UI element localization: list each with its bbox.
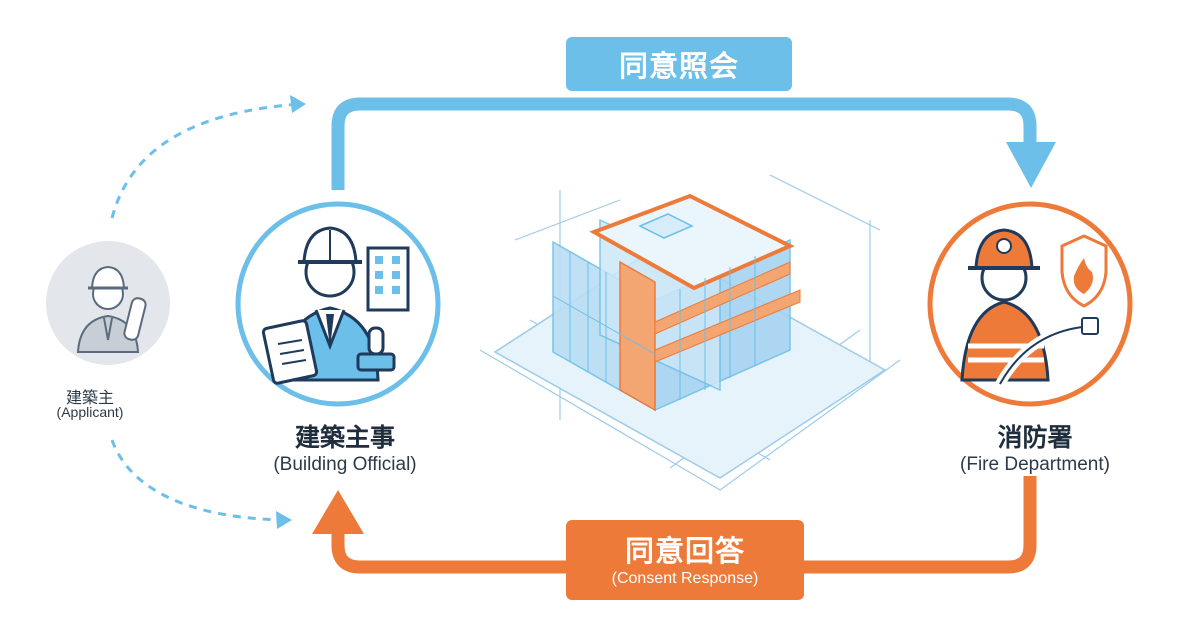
applicant-dashed-arrowhead-bottom [276, 511, 292, 529]
building-official-label-ja: 建築主事 [294, 423, 395, 452]
fire-department-label-ja: 消防署 [997, 423, 1073, 452]
request-flow-arrow [331, 97, 1037, 190]
building-official-icon [235, 201, 441, 407]
response-label-en: (Consent Response) [611, 570, 759, 587]
request-label-badge: 同意照会 [566, 37, 792, 91]
applicant-dashed-arrowhead-top [290, 95, 306, 113]
building-illustration [479, 174, 901, 491]
building-official-label-en: (Building Official) [273, 454, 417, 475]
applicant-icon [46, 241, 170, 365]
response-label-ja: 同意回答 [624, 534, 745, 568]
fire-department-label-en: (Fire Department) [960, 454, 1110, 475]
applicant-dashed-arrow-bottom [110, 439, 285, 522]
applicant-label-en: (Applicant) [56, 404, 124, 420]
request-label: 同意照会 [618, 49, 739, 83]
response-arrowhead [312, 490, 364, 534]
response-label-badge: 同意回答 (Consent Response) [566, 520, 804, 600]
request-arrowhead [1006, 142, 1056, 188]
fire-department-icon [927, 201, 1133, 407]
applicant-label-ja: 建築主 [65, 388, 114, 407]
applicant-dashed-arrow-top [110, 102, 301, 219]
